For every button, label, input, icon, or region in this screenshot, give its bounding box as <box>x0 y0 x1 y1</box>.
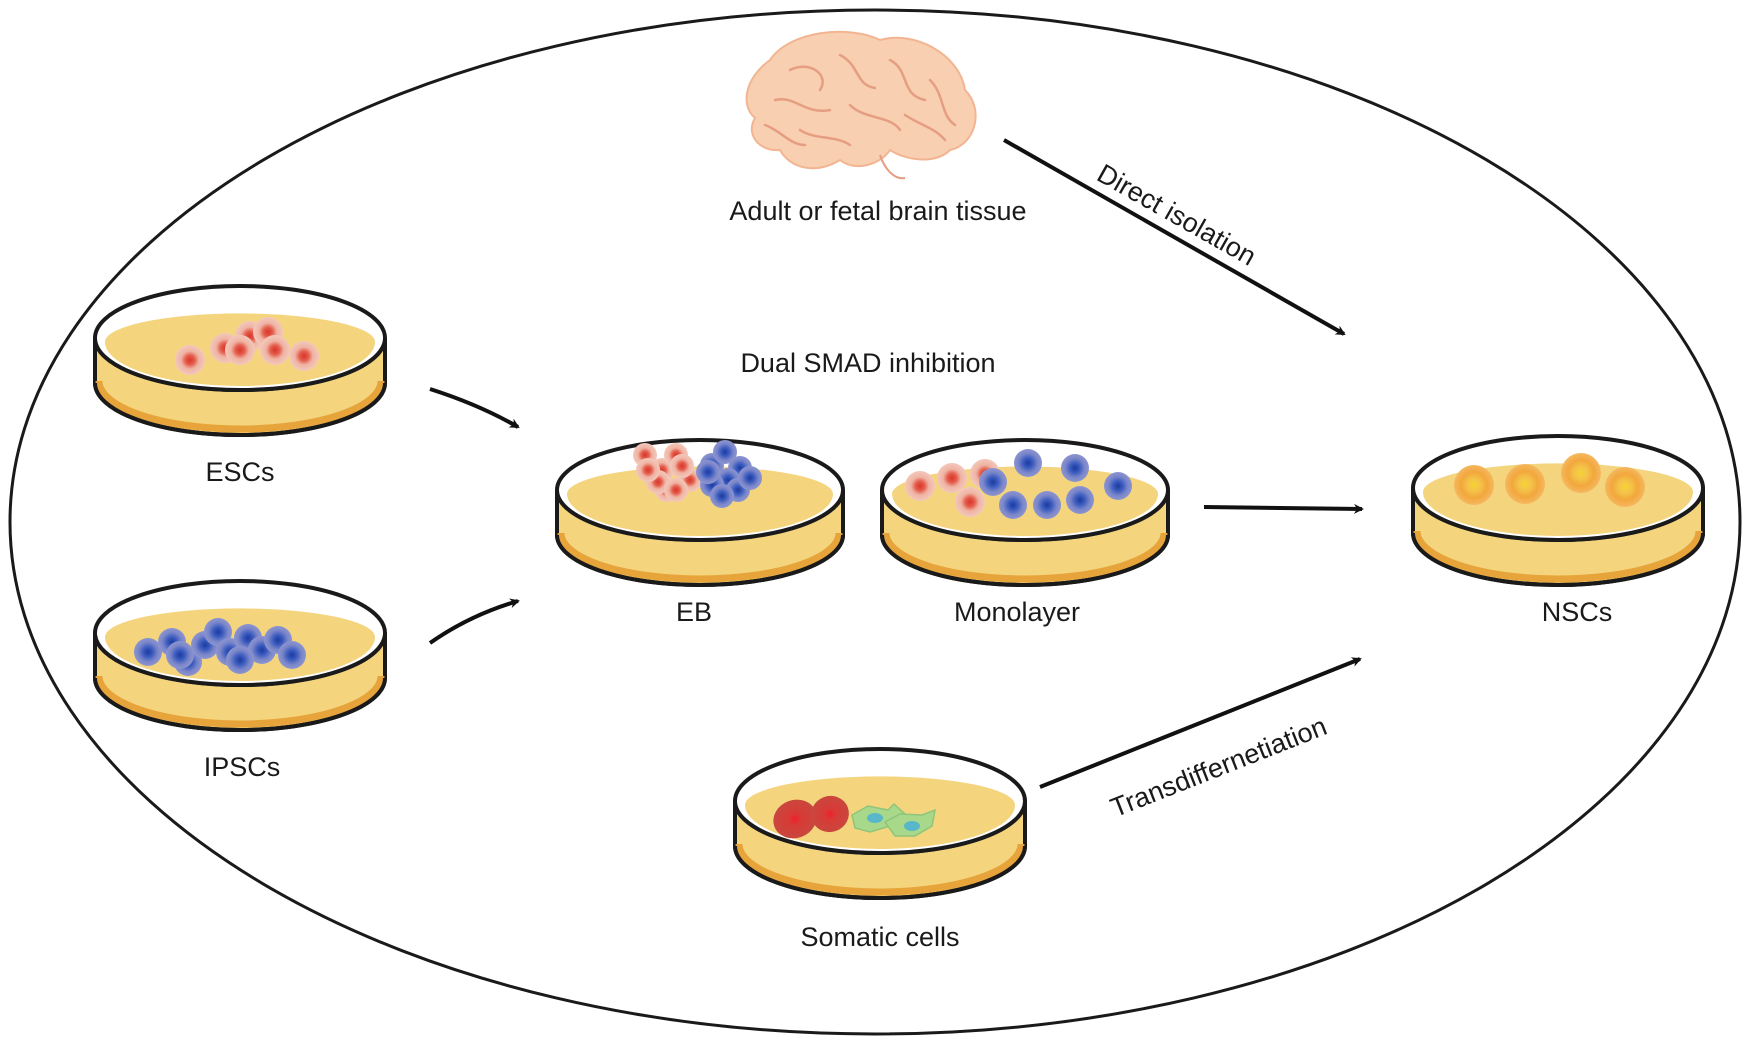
esc-cell <box>289 341 319 371</box>
mono-ipsc-cell <box>1014 449 1042 477</box>
somatic-red-cell <box>811 795 849 833</box>
somatic-nucleus <box>904 821 920 831</box>
eb-esc-cell <box>670 454 694 478</box>
mono-esc-cell <box>955 487 985 517</box>
nscs-label: NSCs <box>1541 597 1613 627</box>
ipsc-cell <box>278 641 306 669</box>
nsc-cell <box>1605 467 1645 507</box>
nsc-cell <box>1454 465 1494 505</box>
esc-cell <box>175 345 205 375</box>
brain-label: Adult or fetal brain tissue <box>729 196 1027 226</box>
arrow-direct-isolation <box>1003 138 1346 336</box>
mono-esc-cell <box>905 471 935 501</box>
outer-ellipse <box>8 8 1742 1036</box>
mono-ipsc-cell <box>1104 472 1132 500</box>
somatic-red-cell <box>773 799 817 839</box>
dual-smad-label: Dual SMAD inhibition <box>740 348 996 378</box>
eb-dish <box>555 438 845 587</box>
mono-ipsc-cell <box>979 468 1007 496</box>
arrows-layer <box>428 138 1364 789</box>
arrow-escs-to-eb <box>429 387 520 429</box>
ipscs-label: IPSCs <box>203 752 281 782</box>
ipscs-dish <box>93 579 387 732</box>
arrow-ipscs-to-eb <box>428 598 520 645</box>
mono-ipsc-cell <box>1061 454 1089 482</box>
mono-ipsc-cell <box>999 491 1027 519</box>
ipsc-cell <box>226 646 254 674</box>
esc-cell <box>225 335 255 365</box>
mono-esc-cell <box>937 463 967 493</box>
somatic-label: Somatic cells <box>800 922 960 952</box>
eb-ipsc-cell <box>713 440 737 464</box>
eb-ipsc-cell <box>710 484 734 508</box>
monolayer-dish <box>880 438 1170 587</box>
escs-label: ESCs <box>205 457 275 487</box>
nscs-dish <box>1411 434 1705 587</box>
arrow-transdifferentiation <box>1039 657 1362 789</box>
eb-label: EB <box>675 597 713 627</box>
ipsc-cell <box>134 638 162 666</box>
mono-ipsc-cell <box>1066 486 1094 514</box>
eb-esc-cell <box>636 458 660 482</box>
arrow-monolayer-to-nscs <box>1203 503 1364 514</box>
monolayer-label: Monolayer <box>953 597 1081 627</box>
mono-ipsc-cell <box>1033 491 1061 519</box>
escs-dish <box>93 284 387 437</box>
somatic-nucleus <box>867 813 883 823</box>
eb-ipsc-cell <box>696 460 720 484</box>
brain-icon <box>745 30 977 180</box>
eb-esc-cell <box>664 478 688 502</box>
nsc-cell <box>1505 464 1545 504</box>
eb-ipsc-cell <box>738 466 762 490</box>
esc-cell <box>260 335 290 365</box>
ipsc-cell <box>166 641 194 669</box>
nsc-cell <box>1561 453 1601 493</box>
somatic-dish <box>733 747 1027 900</box>
